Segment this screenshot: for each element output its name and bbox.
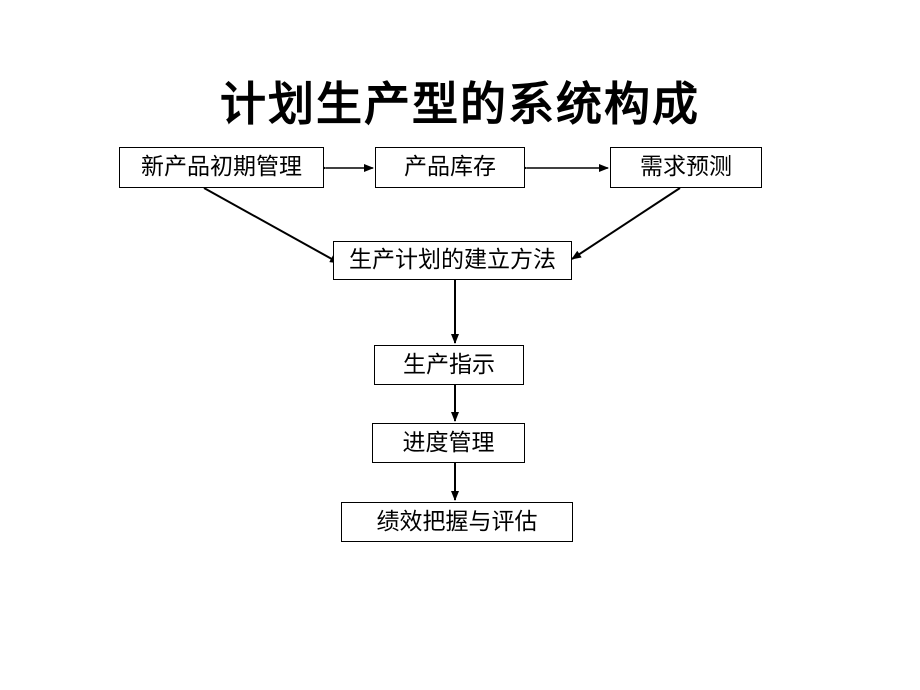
node-new-product-mgmt: 新产品初期管理 — [119, 147, 324, 188]
node-progress-mgmt: 进度管理 — [372, 423, 525, 463]
node-label: 生产计划的建立方法 — [349, 247, 556, 273]
node-demand-forecast: 需求预测 — [610, 147, 762, 188]
node-label: 产品库存 — [404, 154, 496, 180]
node-label: 新产品初期管理 — [141, 154, 302, 180]
diagram-title: 计划生产型的系统构成 — [220, 77, 700, 131]
node-label: 需求预测 — [640, 154, 732, 180]
arrow-newprod-plan — [203, 187, 340, 264]
node-label: 进度管理 — [402, 429, 495, 456]
node-label: 绩效把握与评估 — [376, 508, 538, 535]
node-performance-evaluation: 绩效把握与评估 — [341, 502, 573, 542]
node-production-order: 生产指示 — [374, 345, 524, 385]
arrow-demand-plan — [571, 187, 681, 260]
node-label: 生产指示 — [403, 351, 495, 378]
node-production-plan-method: 生产计划的建立方法 — [333, 241, 572, 280]
node-product-inventory: 产品库存 — [375, 147, 525, 188]
